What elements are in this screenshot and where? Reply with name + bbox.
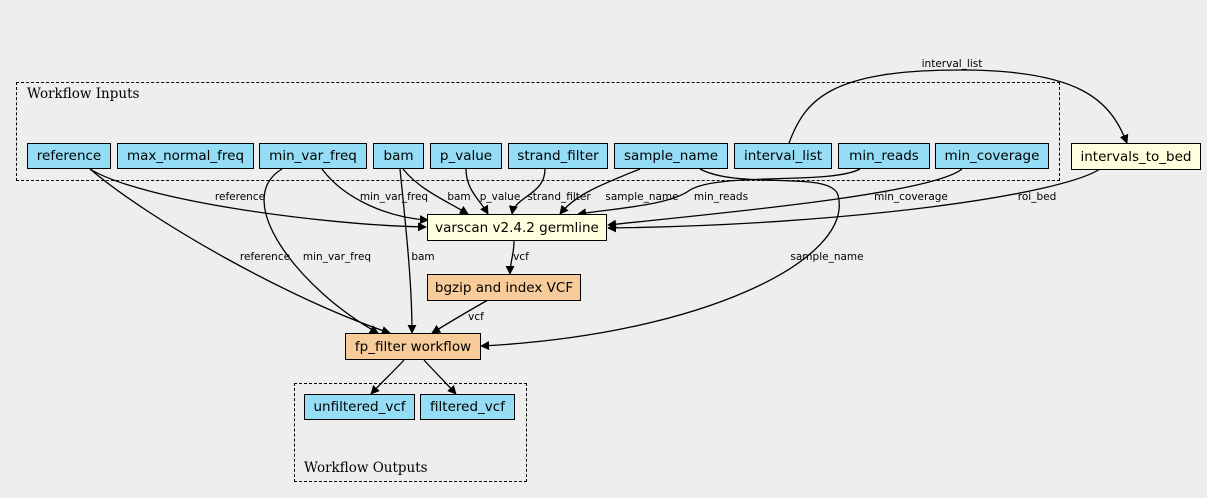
edge-strand-filter-to-varscan: [508, 168, 546, 215]
edge-label-min-var-freq: min_var_freq: [360, 191, 428, 203]
edge-bam-to-fp-filter: [399, 168, 417, 334]
edge-reference-to-fp-filter: [89, 168, 391, 335]
edge-p-value-to-varscan: [465, 168, 489, 215]
workflow-outputs-label: Workflow Outputs: [304, 460, 428, 476]
step-fp-filter-workflow[interactable]: fp_filter workflow: [345, 333, 481, 360]
workflow-outputs-cluster: Workflow Outputs: [294, 383, 527, 482]
step-intervals-to-bed[interactable]: intervals_to_bed: [1071, 143, 1201, 170]
edge-label-bam-fp: bam: [411, 251, 434, 263]
input-reference[interactable]: reference: [27, 143, 111, 169]
input-sample-name[interactable]: sample_name: [614, 143, 728, 169]
edge-label-min-coverage: min_coverage: [874, 191, 948, 203]
edge-min-var-freq-to-varscan: [321, 168, 429, 225]
edge-fp-filter-to-filtered-vcf: [423, 359, 457, 395]
workflow-inputs-label: Workflow Inputs: [27, 86, 140, 102]
edge-interval-list-to-intervals-to-bed: [788, 69, 1129, 144]
edge-label-min-var-freq-fp: min_var_freq: [303, 251, 371, 263]
edge-label-p-value: p_value: [480, 191, 521, 203]
edge-label-reference: reference: [215, 191, 265, 203]
edge-min-reads-to-varscan: [577, 168, 861, 218]
edge-label-bam: bam: [447, 191, 470, 203]
input-max-normal-freq[interactable]: max_normal_freq: [117, 143, 254, 169]
edge-varscan-to-bgzip: [505, 240, 515, 275]
input-p-value[interactable]: p_value: [430, 143, 502, 169]
input-strand-filter[interactable]: strand_filter: [508, 143, 608, 169]
edge-min-var-freq-to-fp-filter: [263, 168, 379, 334]
edge-label-strand-filter: strand_filter: [527, 191, 591, 203]
input-min-reads[interactable]: min_reads: [838, 143, 930, 169]
edge-min-coverage-to-varscan: [607, 168, 963, 229]
edge-label-vcf-varscan: vcf: [513, 251, 529, 263]
edge-label-reference-fp: reference: [240, 251, 290, 263]
input-bam[interactable]: bam: [373, 143, 424, 169]
edge-label-roi-bed: roi_bed: [1018, 191, 1056, 203]
workflow-inputs-cluster: Workflow Inputs: [16, 82, 1060, 181]
edge-label-sample-name-fp: sample_name: [790, 251, 863, 263]
edge-label-sample-name: sample_name: [605, 191, 678, 203]
output-filtered-vcf[interactable]: filtered_vcf: [420, 394, 515, 420]
step-bgzip-index-vcf[interactable]: bgzip and index VCF: [427, 274, 581, 301]
edge-label-min-reads: min_reads: [694, 191, 748, 203]
input-min-var-freq[interactable]: min_var_freq: [259, 143, 367, 169]
input-interval-list[interactable]: interval_list: [734, 143, 832, 169]
output-unfiltered-vcf[interactable]: unfiltered_vcf: [304, 394, 415, 420]
edge-bgzip-to-fp-filter: [431, 299, 489, 334]
step-varscan-germline[interactable]: varscan v2.4.2 germline: [427, 214, 607, 241]
edge-label-interval-list: interval_list: [922, 58, 983, 70]
edge-sample-name-to-varscan: [559, 168, 641, 215]
edge-fp-filter-to-unfiltered-vcf: [370, 359, 405, 395]
edge-bam-to-varscan: [402, 168, 469, 215]
edge-intervals-to-bed-to-varscan: [607, 168, 1101, 233]
edge-label-vcf-bgzip: vcf: [468, 311, 484, 323]
input-min-coverage[interactable]: min_coverage: [935, 143, 1049, 169]
